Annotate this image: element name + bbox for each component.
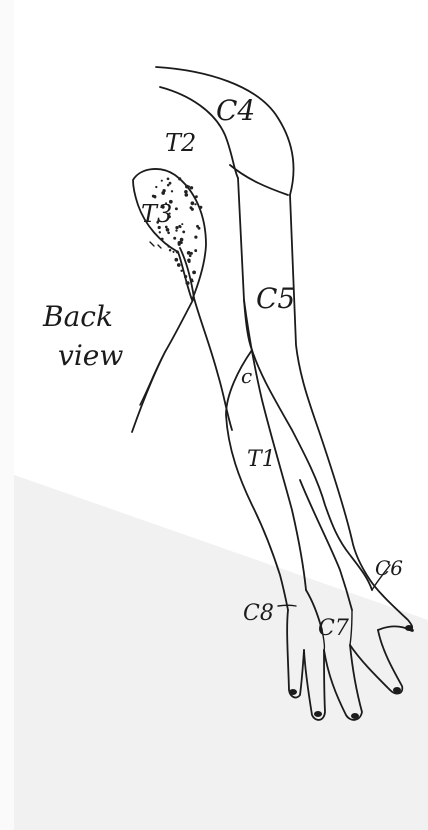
stipple-dot xyxy=(178,225,181,228)
nail-4 xyxy=(393,687,401,693)
stipple-dot xyxy=(191,201,195,205)
stipple-dot xyxy=(161,191,165,195)
stipple-dot xyxy=(190,278,193,281)
nail-3 xyxy=(351,713,359,719)
stipple-dot xyxy=(198,227,201,230)
stipple-dot xyxy=(181,223,183,225)
label-c5: C5 xyxy=(256,282,295,315)
stipple-dot xyxy=(190,252,193,255)
stipple-dot xyxy=(190,206,193,209)
stipple-dot xyxy=(182,230,185,233)
stipple-dot xyxy=(161,238,164,241)
stipple-dot xyxy=(186,281,190,285)
nail-1 xyxy=(289,689,297,695)
stipple-dot xyxy=(167,177,170,180)
stipple-dot xyxy=(176,250,179,253)
stipple-dot xyxy=(152,195,155,198)
stipple-dot xyxy=(173,237,176,240)
stipple-dot xyxy=(194,203,196,205)
c8-pointer xyxy=(278,605,296,606)
stipple-dot xyxy=(190,186,193,189)
stipple-dot xyxy=(172,251,174,253)
stipple-dot xyxy=(167,231,170,234)
stipple-dot xyxy=(175,229,177,231)
label-c7: C7 xyxy=(318,616,349,641)
stipple-dot xyxy=(184,190,188,194)
label-c-partial: c xyxy=(241,364,252,388)
stipple-dot xyxy=(199,206,202,209)
stipple-dot xyxy=(194,249,197,252)
stipple-dot xyxy=(184,275,187,278)
label-t2: T2 xyxy=(165,129,196,157)
stipple-dot xyxy=(180,241,183,244)
stipple-dot xyxy=(194,235,197,238)
stipple-dot xyxy=(174,258,178,262)
nail-thumb xyxy=(405,625,413,631)
stipple-dot xyxy=(189,254,192,257)
stipple-dot xyxy=(175,226,178,229)
stipple-dot xyxy=(175,207,178,210)
stipple-dot xyxy=(155,186,157,188)
stipple-dot xyxy=(159,231,161,233)
stipple-dot xyxy=(180,270,182,272)
stipple-dot xyxy=(184,193,188,197)
label-c6: C6 xyxy=(375,556,403,580)
stipple-dot xyxy=(178,177,181,180)
stipple-dot xyxy=(168,246,170,248)
label-t1: T1 xyxy=(247,447,276,472)
stipple-dot xyxy=(169,249,171,251)
caption-back: Back xyxy=(42,300,113,333)
paper-left-edge xyxy=(0,0,14,830)
stipple-dot xyxy=(195,195,198,198)
stipple-dot xyxy=(187,185,190,188)
stipple-dot xyxy=(187,258,191,262)
label-t3: T3 xyxy=(141,200,172,228)
caption-view: view xyxy=(58,339,123,372)
stipple-dot xyxy=(177,263,181,267)
label-c8: C8 xyxy=(243,601,274,626)
nail-2 xyxy=(314,711,322,717)
stipple-dot xyxy=(167,184,170,187)
stipple-dot xyxy=(192,271,196,275)
label-c4: C4 xyxy=(216,94,255,127)
stipple-dot xyxy=(166,228,170,232)
stipple-dot xyxy=(161,180,163,182)
stipple-dot xyxy=(171,190,173,192)
